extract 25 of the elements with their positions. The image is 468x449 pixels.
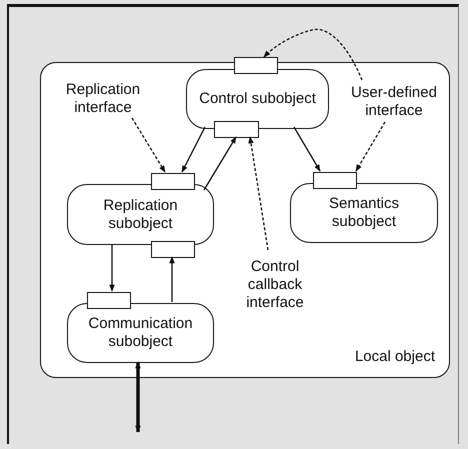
interface-box: [87, 292, 131, 309]
object-frame: [40, 62, 450, 378]
subobject-box: Communication subobject: [67, 303, 214, 363]
arrow: [203, 136, 237, 190]
interface-box: [234, 57, 278, 74]
interface-label: Replication interface: [51, 79, 155, 119]
interface-box: [214, 121, 259, 138]
leader-arrow: [248, 136, 269, 250]
leader-arrow: [264, 28, 363, 80]
interface-box: [151, 173, 195, 190]
arrow: [169, 256, 175, 302]
subobject-box: Replication subobject: [67, 184, 214, 245]
interface-box: [313, 172, 357, 189]
subobject-box: Control subobject: [186, 69, 329, 129]
arrow: [181, 126, 206, 173]
interface-label: User-defined interface: [334, 81, 454, 123]
arrow: [293, 126, 321, 172]
interface-box: [151, 241, 195, 258]
subobject-box: Semantics subobject: [290, 183, 438, 243]
object-title: Local object: [354, 348, 435, 365]
interface-label: Control callback interface: [233, 251, 317, 319]
double-arrow: [135, 361, 141, 433]
arrow: [109, 244, 115, 292]
leader-arrow: [355, 122, 386, 172]
leader-arrow: [131, 118, 166, 173]
